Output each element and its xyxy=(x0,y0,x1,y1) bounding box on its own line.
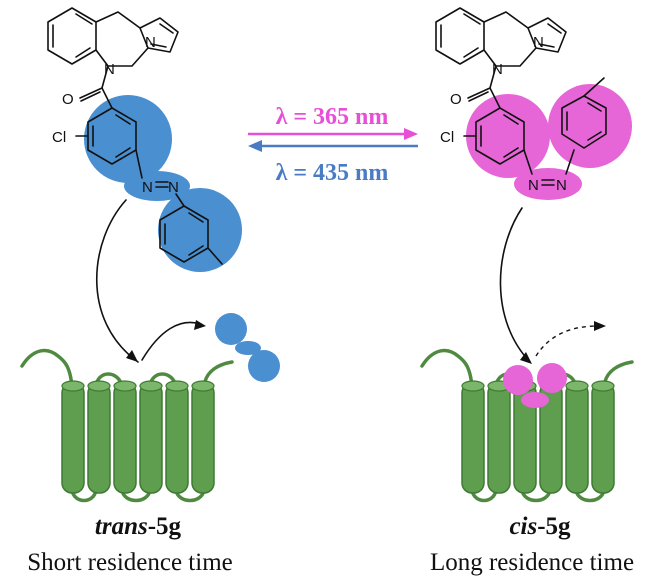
cis-azo-n1: N xyxy=(528,177,539,194)
trans-released-ring2 xyxy=(248,350,280,382)
trans-oxygen: O xyxy=(62,91,74,108)
cis-oxygen: O xyxy=(450,91,462,108)
trans-helix-5 xyxy=(165,382,189,494)
trans-unbinding-arrow xyxy=(141,321,201,361)
trans-ring2-highlight xyxy=(158,188,242,272)
cis-binding-arrow xyxy=(499,207,531,363)
reverse-wavelength-label: λ = 435 nm xyxy=(276,160,389,186)
forward-arrowhead xyxy=(404,128,418,140)
trans-binding-arrow xyxy=(96,199,139,363)
trans-azo-n2: N xyxy=(168,179,179,196)
trans-isomer-structure: N N O Cl N N xyxy=(47,7,242,272)
trans-helix-4 xyxy=(139,382,163,494)
forward-wavelength-label: λ = 365 nm xyxy=(276,104,389,130)
trans-azo-n1: N xyxy=(142,179,153,196)
cis-azo-highlight xyxy=(514,168,582,200)
cis-bound-azo xyxy=(521,392,549,408)
trans-unbinding-arrowhead xyxy=(194,320,206,330)
trans-compound-label: trans-5g xyxy=(95,513,182,540)
cis-hindered-unbinding-arrow xyxy=(535,325,599,357)
cis-compound-label: cis-5g xyxy=(509,513,571,540)
cis-bound-ring2 xyxy=(537,363,567,393)
trans-n7: N xyxy=(145,34,156,51)
reverse-arrowhead xyxy=(248,140,262,152)
cis-residence-caption: Long residence time xyxy=(430,549,634,576)
trans-released-ring1 xyxy=(215,313,247,345)
cis-n7: N xyxy=(533,34,544,51)
trans-released-azo xyxy=(235,341,261,355)
cis-chlorine: Cl xyxy=(440,129,454,146)
cis-binding-arrowhead xyxy=(520,352,532,364)
cis-azo-n2: N xyxy=(556,177,567,194)
trans-azo-highlight xyxy=(124,171,190,201)
cis-helix-6 xyxy=(591,382,615,494)
trans-receptor xyxy=(20,348,234,503)
trans-helix-2 xyxy=(87,382,111,494)
cis-receptor xyxy=(420,348,634,503)
trans-helix-6 xyxy=(191,382,215,494)
cis-isomer-structure: N N O Cl N N xyxy=(435,7,632,200)
cis-helix-2 xyxy=(487,382,511,494)
trans-binding-arrowhead xyxy=(126,350,138,362)
cis-bound-ring1 xyxy=(503,365,533,395)
trans-helix-1 xyxy=(61,382,85,494)
cis-ring1-highlight xyxy=(466,94,550,178)
trans-n5: N xyxy=(104,61,115,78)
trans-ring1-highlight xyxy=(84,95,172,183)
trans-residence-caption: Short residence time xyxy=(27,549,233,576)
cis-hindered-unbinding-arrowhead xyxy=(594,321,606,331)
cis-helix-5 xyxy=(565,382,589,494)
trans-helix-3 xyxy=(113,382,137,494)
cis-helix-1 xyxy=(461,382,485,494)
cis-n5: N xyxy=(492,61,503,78)
trans-chlorine: Cl xyxy=(52,129,66,146)
cis-ring2-highlight xyxy=(548,84,632,168)
